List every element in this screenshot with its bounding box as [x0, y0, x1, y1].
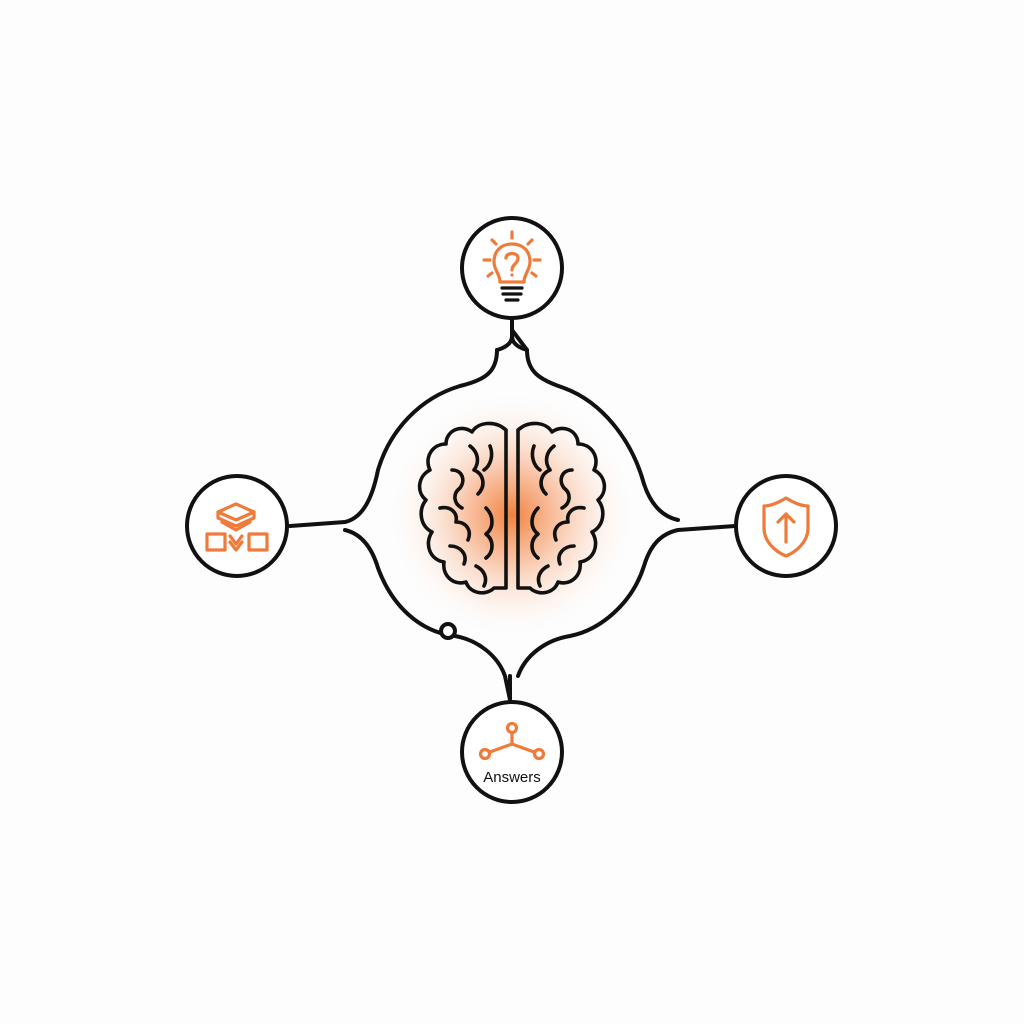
top-stem — [495, 304, 529, 352]
hub-outline — [288, 328, 737, 702]
node-bottom — [460, 700, 564, 804]
lightbulb-question-icon — [482, 230, 542, 302]
network-nodes-icon — [478, 721, 546, 761]
center-glow — [387, 390, 637, 640]
port-dot — [439, 622, 457, 640]
brain-icon — [417, 421, 607, 595]
answers-label: Answers — [483, 769, 541, 786]
stacked-blocks-icon — [205, 502, 269, 552]
shield-arrow-up-icon — [762, 496, 810, 558]
